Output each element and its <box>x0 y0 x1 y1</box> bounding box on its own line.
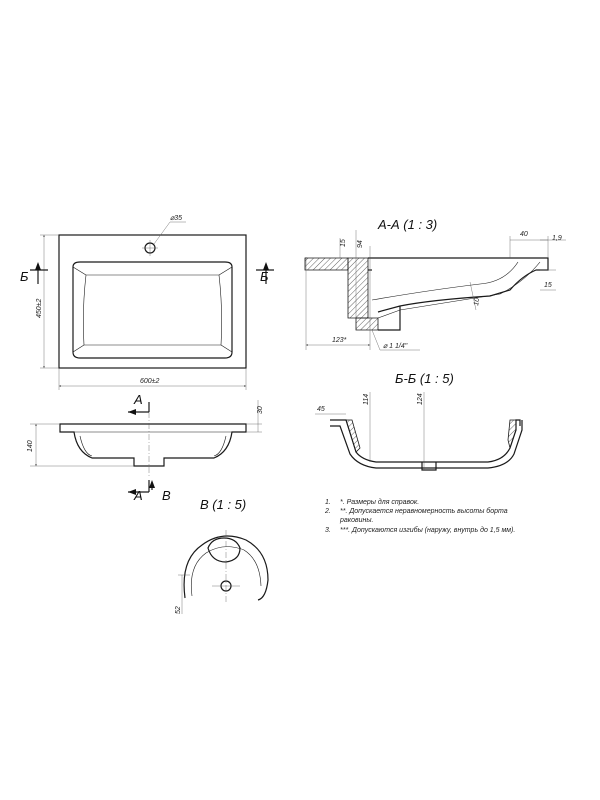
dim-45: 45 <box>317 406 325 413</box>
top-dim: 30 <box>257 406 264 414</box>
dim-40: 40 <box>520 231 528 238</box>
depth-dim: 450±2 <box>36 298 43 318</box>
dim-pipe: ⌀ 1 1/4" <box>383 343 408 350</box>
section-aa: А-А (1 : 3) 15 94 40 1,9 15 10 123* ⌀ 1 … <box>304 217 566 351</box>
note-number: 3. <box>325 527 331 534</box>
detail-b-title: B (1 : 5) <box>200 497 246 512</box>
front-profile <box>59 423 247 467</box>
top-view: ⌀35 600±2 450±2 Б Б <box>20 215 274 390</box>
section-a-bottom: A <box>133 488 143 503</box>
section-b-right: Б <box>260 269 269 284</box>
basin-outline <box>58 234 247 369</box>
hole-dim: ⌀35 <box>170 215 182 222</box>
dim-124: 124 <box>417 393 424 405</box>
dim-114: 114 <box>363 394 370 405</box>
bowl-inner <box>83 274 222 346</box>
section-b-left: Б <box>20 269 29 284</box>
dim-123: 123* <box>332 337 347 344</box>
width-dim: 600±2 <box>140 378 160 385</box>
dim-94: 94 <box>357 240 364 248</box>
detail-mark: B <box>162 488 171 503</box>
section-bb: Б-Б (1 : 5) 45 114 124 <box>315 371 523 471</box>
note-text: **. Допускается неравномерность высоты б… <box>340 507 508 515</box>
section-bb-title: Б-Б (1 : 5) <box>395 371 454 386</box>
dim-15-right: 15 <box>544 282 552 289</box>
detail-b: B (1 : 5) 52 <box>175 497 269 614</box>
dim-15-left: 15 <box>340 239 347 247</box>
note-text: ***. Допускаются изгибы (наружу, внутрь … <box>340 526 515 534</box>
section-aa-title: А-А (1 : 3) <box>377 217 437 232</box>
dim-1-9: 1,9 <box>552 235 562 242</box>
dim-52: 52 <box>175 606 182 614</box>
bowl-outer <box>72 261 233 359</box>
note-number: 2. <box>324 508 331 515</box>
note-text: раковины. <box>339 517 374 524</box>
height-dim: 140 <box>27 440 34 452</box>
section-a-top: A <box>133 392 143 407</box>
front-view: 140 30 A A B <box>27 392 264 503</box>
note-text: *. Размеры для справок. <box>340 498 419 506</box>
note-number: 1. <box>325 499 331 506</box>
dim-10: 10 <box>473 297 481 306</box>
notes: 1. *. Размеры для справок. 2. **. Допускает… <box>324 498 515 534</box>
